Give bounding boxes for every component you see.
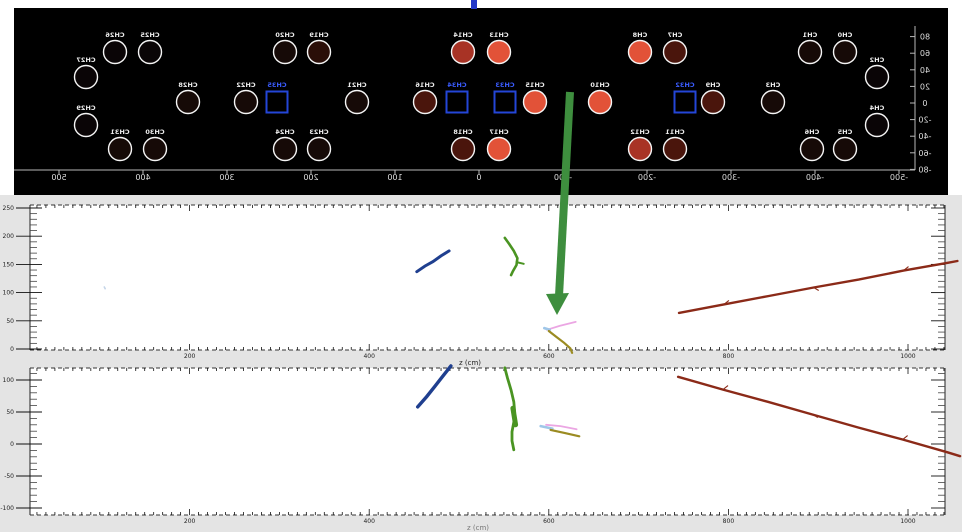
track-plot-top-view	[30, 205, 945, 350]
track-plot-side-view	[30, 368, 945, 515]
pmt-detector-panel	[14, 8, 948, 195]
